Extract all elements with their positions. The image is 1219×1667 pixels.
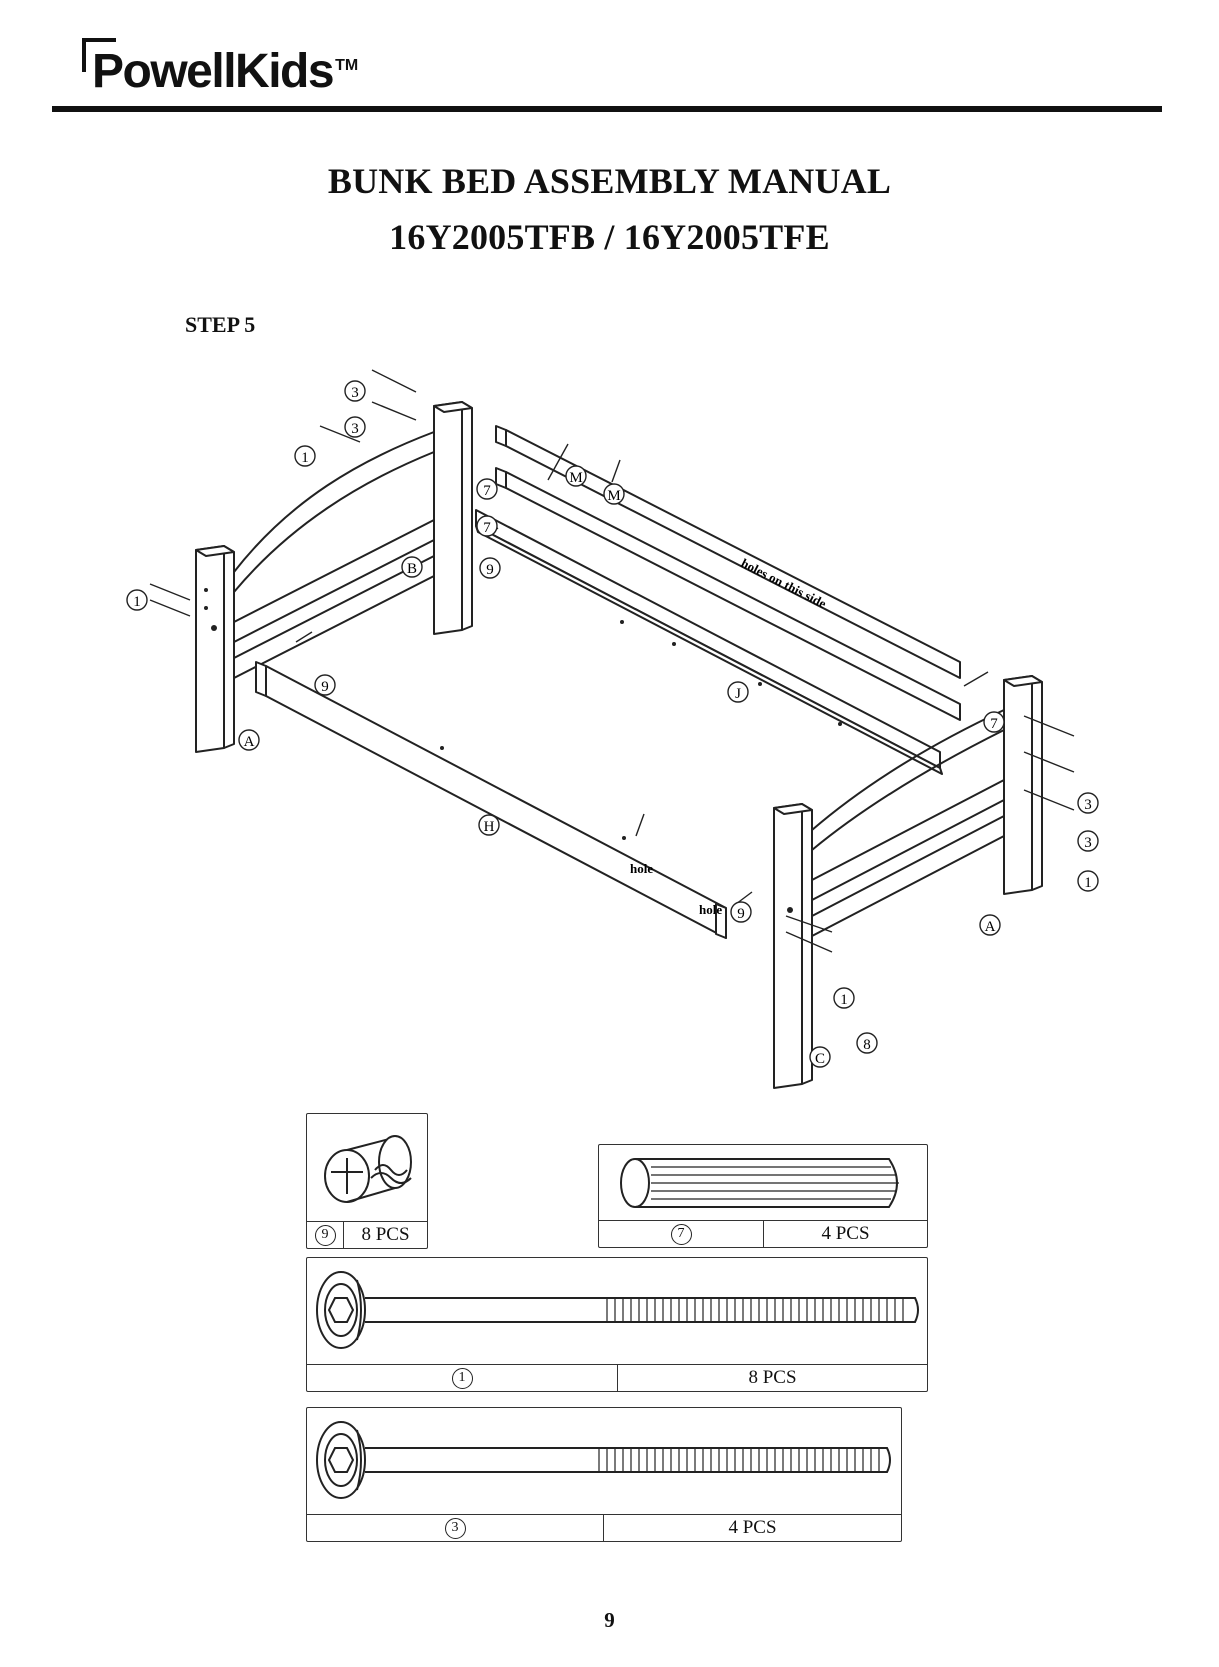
svg-text:1: 1 [840,992,848,1008]
svg-text:H: H [484,819,495,835]
svg-text:1: 1 [133,594,141,610]
label-1-b: 1 [126,589,148,611]
part-qty-3: 4 PCS [603,1515,901,1541]
label-j: J [727,681,749,703]
label-9-a: 9 [479,557,501,579]
svg-text:M: M [607,488,620,504]
svg-text:3: 3 [1084,835,1092,851]
part-card-1-footer: 1 8 PCS [307,1364,927,1391]
right-footboard [811,709,1005,937]
svg-text:7: 7 [483,483,491,499]
barrel-nut-icon [324,1135,412,1203]
side-rail-m-upper [495,425,961,679]
label-a-right: A [979,914,1001,936]
part-card-9-footer: 9 8 PCS [307,1221,427,1248]
svg-text:9: 9 [321,679,329,695]
svg-text:3: 3 [1084,797,1092,813]
part-card-7-footer: 7 4 PCS [599,1220,927,1247]
label-1-c: 1 [1077,870,1099,892]
header-rule [52,106,1162,112]
document-title: BUNK BED ASSEMBLY MANUAL [327,161,892,201]
model-numbers: 16Y2005TFB / 16Y2005TFE [389,217,830,257]
post-c [773,803,813,1089]
long-bolt-icon [316,1271,919,1349]
label-7-b: 7 [476,515,498,537]
step-label: STEP 5 [185,312,256,337]
hole-note-1: hole [630,861,653,876]
svg-text:3: 3 [351,421,359,437]
label-9-b: 9 [314,674,336,696]
label-8: 8 [856,1032,878,1054]
wood-dowel-icon [620,1158,899,1208]
part-card-3: 3 4 PCS [306,1407,902,1542]
svg-text:B: B [407,561,417,577]
label-1-d: 1 [833,987,855,1009]
label-7-c: 7 [983,711,1005,733]
part-qty-1: 8 PCS [617,1365,927,1391]
part-card-7: 7 4 PCS [598,1144,928,1248]
part-qty-7: 4 PCS [763,1221,927,1247]
svg-text:7: 7 [483,520,491,536]
label-a-left: A [238,729,260,751]
label-7-a: 7 [476,478,498,500]
svg-text:1: 1 [1084,875,1092,891]
side-rail-h [255,661,727,939]
part-number-1: 1 [451,1367,473,1389]
svg-text:J: J [735,686,741,702]
assembly-diagram: A B C A H J M M 3 3 1 1 7 7 7 9 9 9 3 3 … [126,369,1099,1089]
part-number-9: 9 [314,1224,336,1246]
trademark-symbol: TM [335,57,359,74]
side-rail-m-lower [495,467,961,721]
post-a-right [1003,675,1043,895]
label-3-d: 3 [1077,830,1099,852]
label-b: B [401,556,423,578]
page-number: 9 [604,1608,615,1632]
part-qty-9: 8 PCS [343,1222,427,1248]
svg-text:A: A [244,734,255,750]
label-1-a: 1 [294,445,316,467]
post-b [433,401,473,635]
label-m-1: M [565,465,587,487]
label-3-c: 3 [1077,792,1099,814]
svg-text:7: 7 [990,716,998,732]
left-headboard [233,431,435,679]
short-bolt-icon [316,1421,891,1499]
label-c: C [809,1046,831,1068]
svg-text:9: 9 [737,906,745,922]
label-m-2: M [603,483,625,505]
label-3-a: 3 [344,380,366,402]
part-card-3-footer: 3 4 PCS [307,1514,901,1541]
svg-text:3: 3 [351,385,359,401]
svg-text:8: 8 [863,1037,871,1053]
svg-text:C: C [815,1051,825,1067]
part-number-7: 7 [670,1223,692,1245]
brand-logo-mark [82,38,116,72]
label-3-b: 3 [344,416,366,438]
svg-text:9: 9 [486,562,494,578]
svg-text:1: 1 [301,450,309,466]
svg-text:A: A [985,919,996,935]
part-card-9: 9 8 PCS [306,1113,428,1249]
label-h: H [478,814,500,836]
label-9-c: 9 [730,901,752,923]
post-a-left [195,545,235,753]
part-card-1: 1 8 PCS [306,1257,928,1392]
part-number-3: 3 [444,1517,466,1539]
svg-text:M: M [569,470,582,486]
hole-note-2: hole [699,902,722,917]
